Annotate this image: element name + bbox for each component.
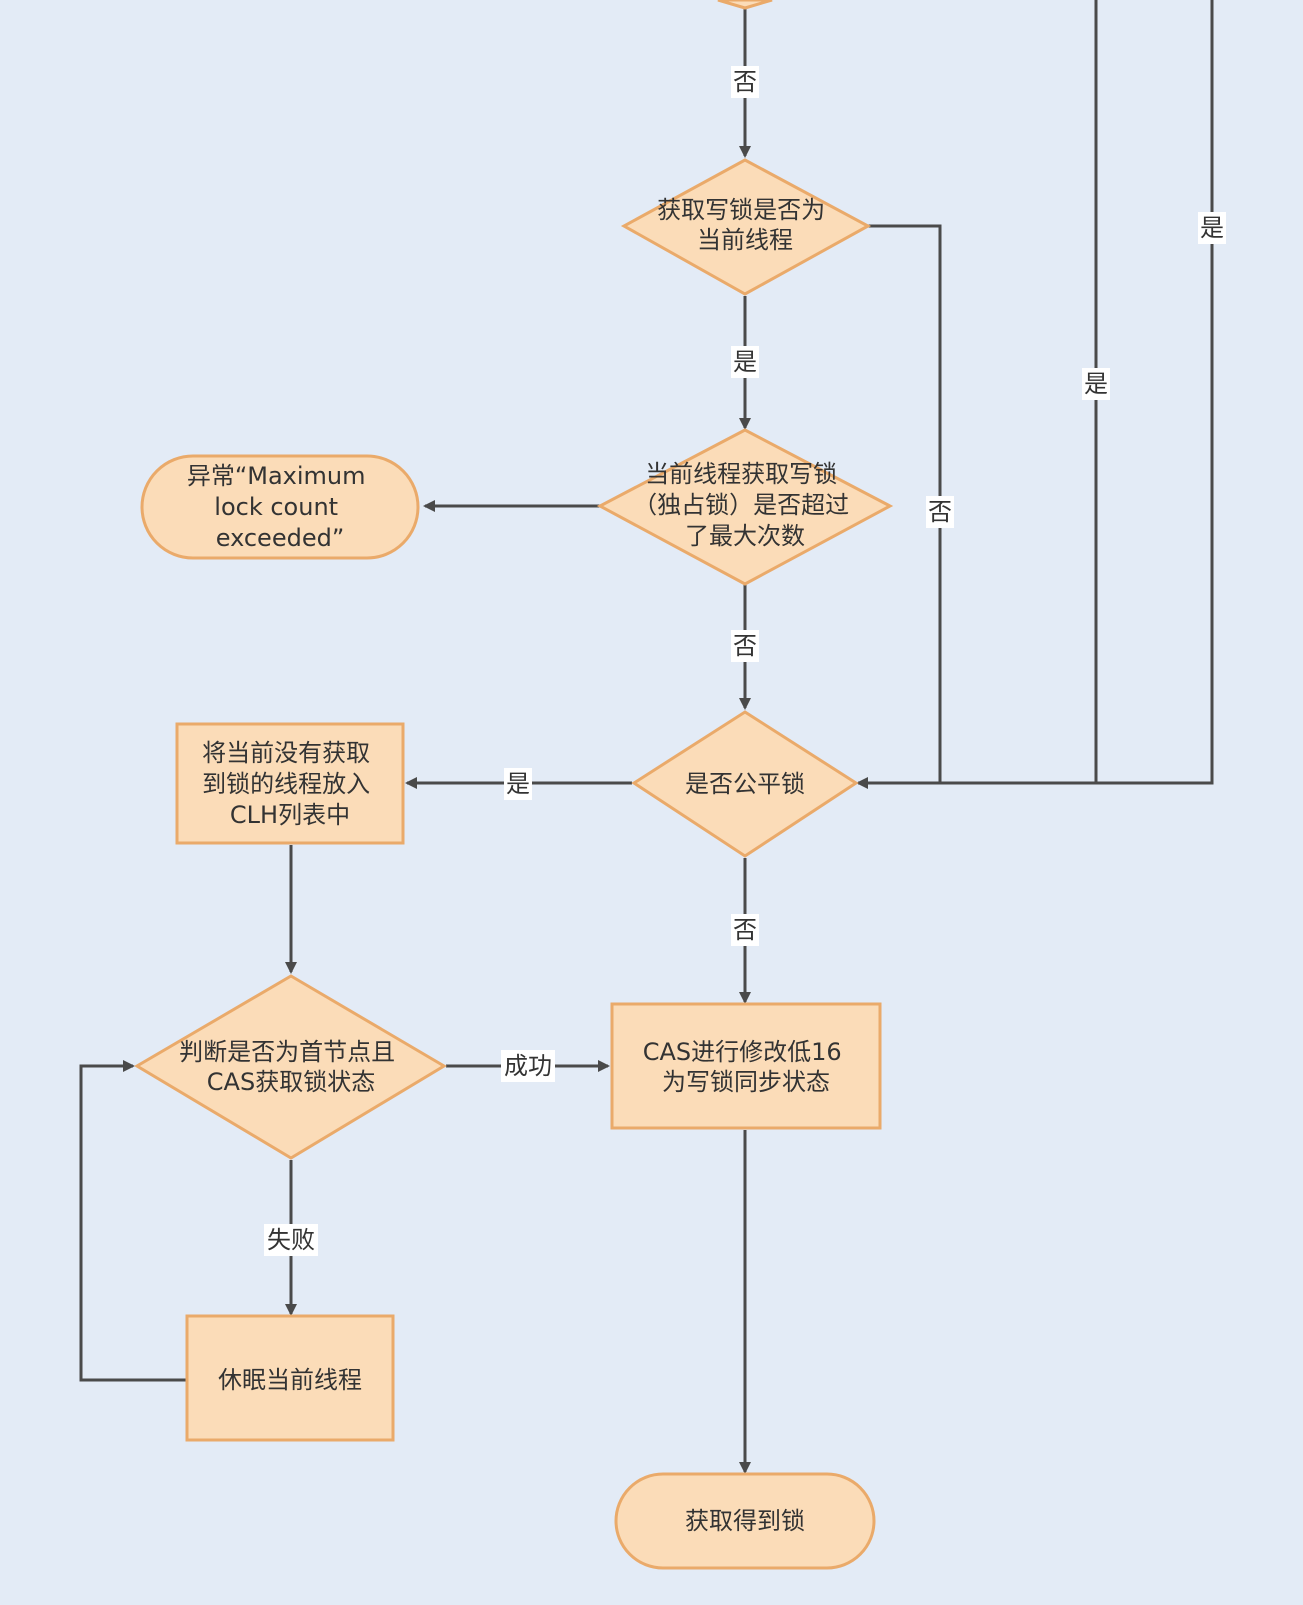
label-exceeded-no: 否 <box>733 632 757 660</box>
label-write-lock-yes: 是 <box>733 348 757 376</box>
max-lock-exception-text: 异常“Maximum lock count exceeded” <box>187 462 373 552</box>
label-success: 成功 <box>504 1052 552 1080</box>
top-decision-partial <box>717 0 773 10</box>
is-fair-lock-decision <box>631 710 859 858</box>
edge-sleep-loop <box>79 1060 186 1382</box>
lock-acquired-terminal <box>614 1472 876 1570</box>
nodes: 获取写锁是否为 当前线程 当前线程获取写锁 （独占锁）是否超过 了最大次数 异常… <box>134 0 894 1570</box>
edge-labels: 否 是 否 否 是 否 成功 失败 是 是 <box>264 66 1226 1256</box>
label-fair-yes: 是 <box>506 770 530 798</box>
label-fair-no: 否 <box>733 916 757 944</box>
label-write-lock-no: 否 <box>928 498 952 526</box>
sleep-thread-process <box>185 1314 395 1442</box>
is-fair-lock-text: 是否公平锁 <box>685 770 805 798</box>
label-right-yes-outer: 是 <box>1200 214 1224 242</box>
label-fail: 失败 <box>267 1226 315 1254</box>
edge-write-lock-no <box>868 224 942 783</box>
add-to-clh-text: 将当前没有获取 到锁的线程放入 CLH列表中 <box>202 739 378 829</box>
label-top-no: 否 <box>733 68 757 96</box>
write-lock-current-thread-decision <box>620 158 872 296</box>
write-lock-current-thread-text: 获取写锁是否为 当前线程 <box>657 196 833 254</box>
label-right-yes-inner: 是 <box>1084 370 1108 398</box>
edge-right-outer <box>1096 0 1214 785</box>
max-lock-exception-terminal <box>140 454 420 560</box>
cas-modify-process <box>610 1002 882 1130</box>
exceeded-max-count-decision <box>596 428 894 586</box>
head-node-cas-text: 判断是否为首节点且 CAS获取锁状态 <box>179 1038 403 1096</box>
add-to-clh-process <box>175 722 405 845</box>
cas-modify-text: CAS进行修改低16 为写锁同步状态 <box>643 1038 850 1096</box>
exceeded-max-count-text: 当前线程获取写锁 （独占锁）是否超过 了最大次数 <box>633 460 857 550</box>
head-node-cas-decision <box>134 974 447 1160</box>
lock-acquired-text: 获取得到锁 <box>685 1507 805 1535</box>
sleep-thread-text: 休眠当前线程 <box>218 1366 362 1394</box>
